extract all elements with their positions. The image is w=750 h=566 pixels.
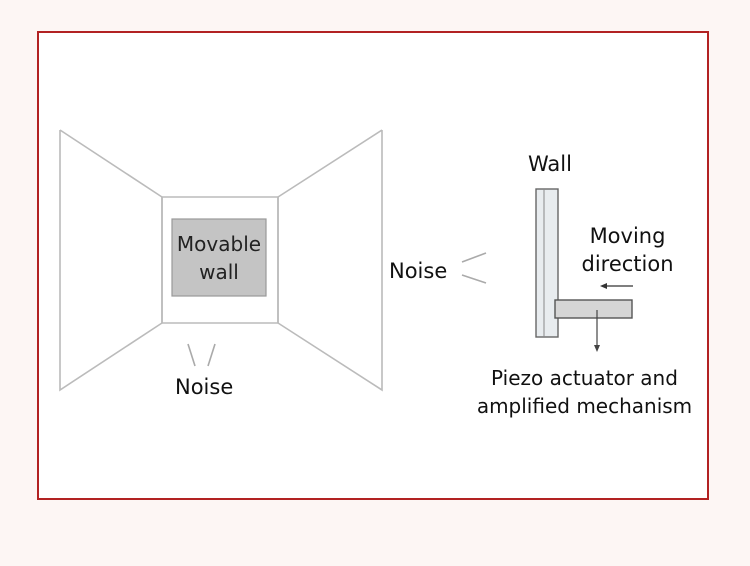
piezo-actuator (554, 299, 633, 319)
noise-marks-bottom (187, 343, 216, 367)
room-right-side (277, 129, 383, 392)
movable-wall-panel (171, 218, 267, 297)
room-outline (59, 129, 383, 392)
noise-marks-side (461, 252, 487, 284)
actuator-down-arrowhead (594, 345, 600, 352)
movable-wall-label-line2: wall (199, 259, 239, 284)
room-left-side (59, 129, 163, 392)
moving-direction-line2: direction (581, 252, 674, 276)
diagram-frame (37, 31, 709, 500)
piezo-actuator-label: Piezo actuator and amplified mechanism (462, 364, 707, 420)
noise-label-side: Noise (389, 259, 448, 283)
wall-section (535, 188, 559, 338)
moving-direction-line1: Moving (589, 224, 666, 248)
movable-wall-label: Movable wall (172, 219, 266, 296)
piezo-label-line2: amplified mechanism (476, 394, 693, 418)
piezo-label-line1: Piezo actuator and (491, 366, 678, 390)
wall-label: Wall (528, 152, 572, 176)
moving-direction-label: Moving direction (575, 222, 680, 278)
noise-label-bottom: Noise (175, 375, 234, 399)
moving-direction-arrowhead (600, 283, 607, 289)
movable-wall-label-line1: Movable (176, 231, 262, 256)
